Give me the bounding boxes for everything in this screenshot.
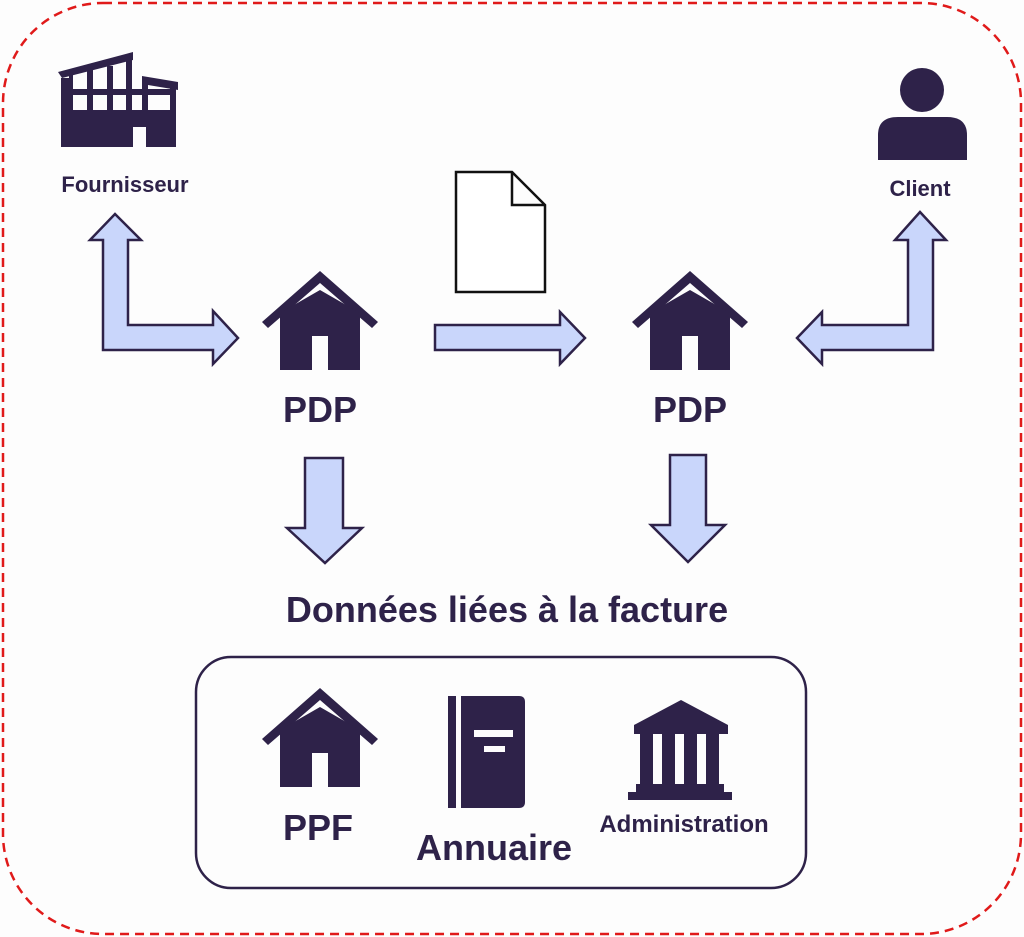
house-icon — [262, 271, 378, 370]
pdp-right-down-arrow — [647, 453, 729, 564]
client-label: Client — [889, 176, 951, 201]
pdp-left-down-arrow — [283, 456, 366, 565]
supplier-pdp-arrow — [87, 212, 240, 368]
house-icon — [632, 271, 748, 370]
document-icon — [454, 170, 547, 294]
house-icon — [262, 688, 378, 787]
bank-icon — [628, 700, 732, 800]
book-icon — [448, 696, 525, 808]
user-icon — [878, 68, 967, 160]
pdp-right-label: PDP — [653, 389, 727, 430]
client-pdp-arrow — [795, 210, 949, 368]
pdp-left-label: PDP — [283, 389, 357, 430]
supplier-label: Fournisseur — [61, 172, 189, 197]
administration-label: Administration — [599, 811, 768, 838]
ppf-label: PPF — [283, 807, 353, 848]
factory-icon — [58, 52, 178, 147]
platforms-box — [194, 655, 808, 890]
data-title: Données liées à la facture — [286, 589, 728, 630]
annuaire-label: Annuaire — [416, 827, 572, 868]
pdp-to-pdp-arrow — [433, 308, 587, 368]
